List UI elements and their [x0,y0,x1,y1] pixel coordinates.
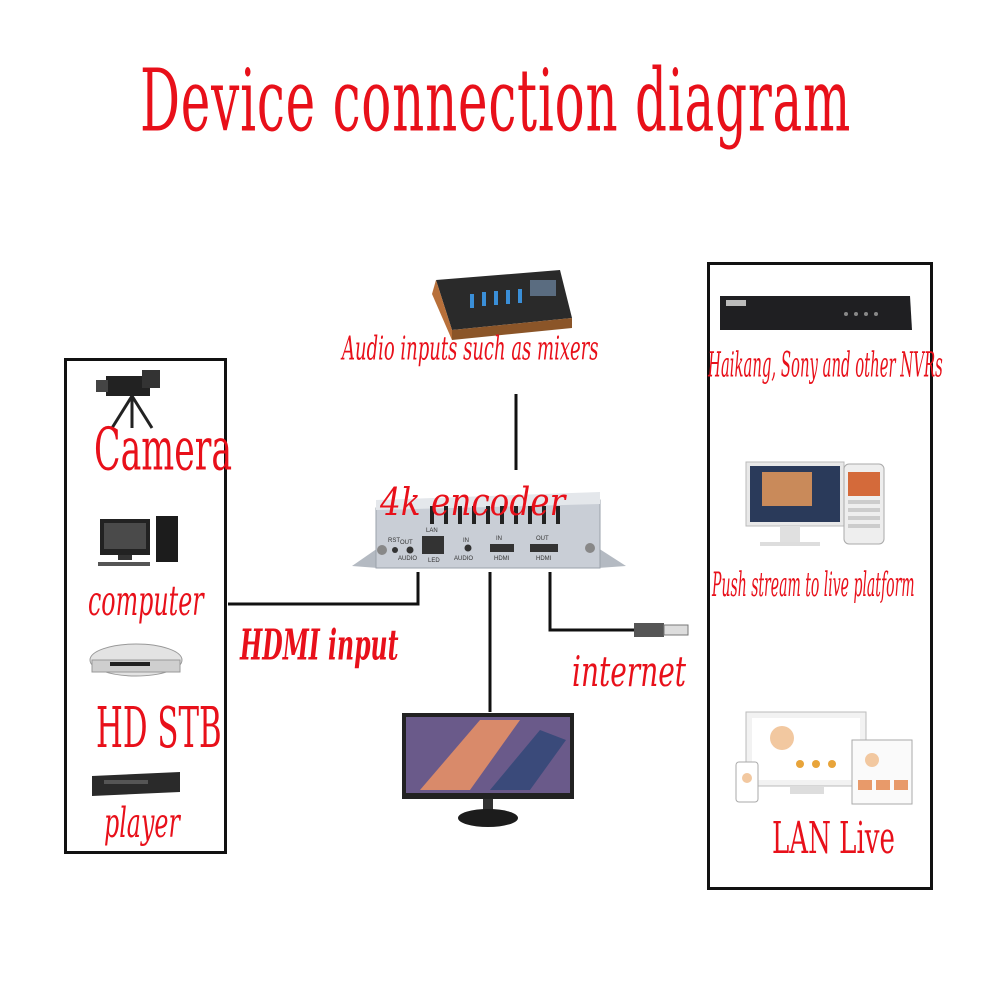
right-device-label-nvr: Haikang, Sony and other NVRs [708,344,943,385]
left-device-label-camera: Camera [94,416,232,484]
left-device-label-computer: computer [88,578,204,625]
hdmi-input-line [228,572,418,604]
port-label-hdmi-in: HDMI [494,556,509,562]
rj45-connector-icon [634,623,688,637]
left-device-label-hd-stb: HD STB [96,696,222,761]
port-label-led: LED [428,558,440,564]
port-label-audio-out: AUDIO [398,556,417,562]
nvr-icon [720,296,912,330]
port-label-audio-in: AUDIO [454,556,473,562]
settop-box-icon [90,644,182,676]
dvd-player-icon [92,772,180,796]
internet-line [550,572,640,630]
live-platform-icon [746,462,884,546]
left-device-label-player: player [104,800,180,847]
mixer-label: Audio inputs such as mixers [342,330,598,369]
encoder-label: 4k encoder [380,480,565,524]
port-label-out: OUT [400,540,413,546]
monitor-icon [402,713,574,827]
port-label-hdmi-in-top: IN [496,536,502,542]
lan-live-icon [736,712,912,804]
computer-icon [98,516,178,566]
internet-label: internet [572,648,686,696]
right-device-label-live-platform: Push stream to live platform [712,566,915,605]
port-label-rst: RST [388,538,400,544]
port-label-hdmi-out-top: OUT [536,536,549,542]
port-label-hdmi-out: HDMI [536,556,551,562]
right-device-label-lan-live: LAN Live [772,812,895,863]
hdmi-input-label: HDMI input [240,620,399,670]
port-label-in: IN [463,538,469,544]
port-label-lan: LAN [426,528,438,534]
